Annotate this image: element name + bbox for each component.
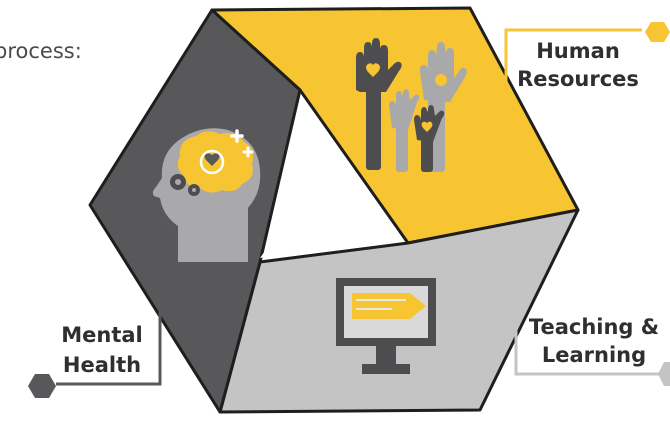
- gray-hexagon-marker: [658, 362, 670, 386]
- monitor-icon: [336, 278, 436, 374]
- mental-health-line2: Health: [63, 353, 141, 377]
- brain-head-icon: [152, 128, 261, 262]
- teaching-learning-line1: Teaching &: [529, 315, 659, 339]
- human-resources-line2: Resources: [517, 67, 639, 91]
- teaching-learning-label: Teaching & Learning: [514, 315, 670, 386]
- dark-hexagon-marker: [28, 374, 56, 398]
- yellow-hexagon-marker: [645, 22, 670, 42]
- human-resources-label: Human Resources: [504, 22, 670, 100]
- mental-health-line1: Mental: [61, 323, 143, 347]
- mental-health-label: Mental Health: [28, 304, 162, 398]
- center-triangle: [260, 170, 392, 258]
- raised-hands-icon: [356, 38, 467, 172]
- teaching-learning-line2: Learning: [542, 343, 646, 367]
- human-resources-line1: Human: [536, 39, 620, 63]
- intro-text: process:: [0, 39, 82, 63]
